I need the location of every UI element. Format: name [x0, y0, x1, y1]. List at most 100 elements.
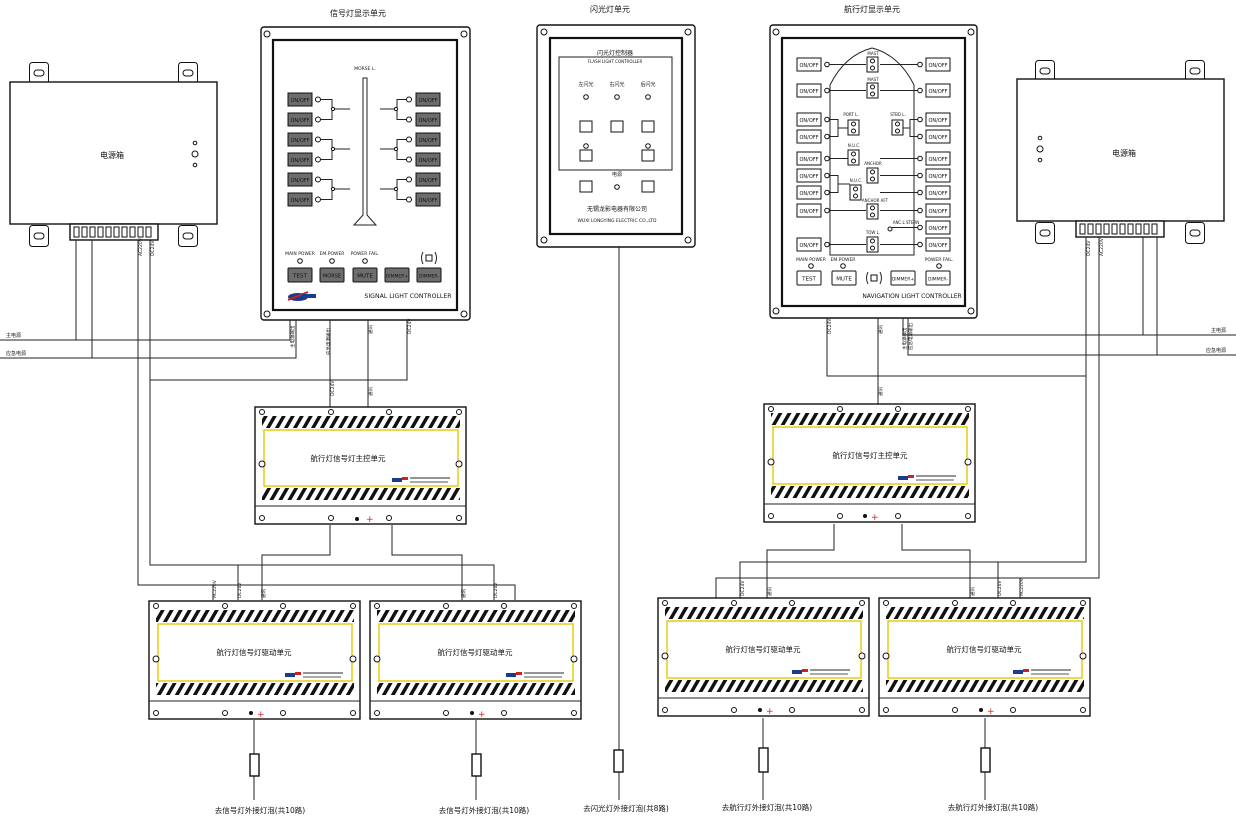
svg-text:ON/OFF: ON/OFF	[799, 157, 818, 163]
svg-text:ON/OFF: ON/OFF	[799, 89, 818, 95]
drive-unit-3-label: 航行灯信号灯驱动单元	[726, 644, 801, 654]
signal-right-switches[interactable]: ON/OFF ON/OFF ON/OFF ON/OFF ON/OFF ON/OF…	[415, 92, 441, 207]
signal-test-button[interactable]: TEST	[287, 267, 313, 283]
svg-text:ON/OFF: ON/OFF	[928, 209, 947, 215]
svg-text:TOW L.: TOW L.	[865, 230, 880, 235]
main-control-unit-left-label: 航行灯信号灯主控单元	[311, 453, 386, 463]
svg-text:ON/OFF: ON/OFF	[418, 118, 437, 124]
morse-label: MORSE L.	[354, 66, 376, 72]
svg-text:ON/OFF: ON/OFF	[799, 135, 818, 141]
svg-text:MUTE: MUTE	[357, 274, 373, 280]
main-control-unit-left: + 航行灯信号灯主控单元	[254, 406, 467, 525]
nav-dimmer-minus-button[interactable]: DIMMER-	[925, 270, 951, 286]
signal-buzzer-icon	[421, 251, 437, 265]
wire-label-comm-d4: 通讯	[969, 587, 976, 596]
ship-hull-outline	[829, 47, 915, 256]
flash-left-button[interactable]	[579, 149, 593, 162]
main-control-unit-right-label: 航行灯信号灯主控单元	[833, 450, 908, 460]
svg-text:MUTE: MUTE	[836, 277, 852, 283]
svg-text:ON/OFF: ON/OFF	[418, 158, 437, 164]
svg-text:PORT L.: PORT L.	[843, 112, 858, 117]
drive-unit-3: + 航行灯信号灯驱动单元	[657, 597, 870, 717]
flash-mute-button[interactable]	[579, 180, 593, 193]
signal-morse-button[interactable]: MORSE	[319, 267, 345, 283]
svg-text:MAST: MAST	[867, 77, 879, 82]
nav-em-power-lamp	[840, 263, 846, 269]
flash-title-cn: 闪光灯控制器	[597, 49, 633, 57]
flash-col1-label: 左闪光	[578, 81, 593, 88]
signal-logo	[287, 291, 316, 301]
flash-company-cn: 无锡龙影电器有限公司	[587, 205, 647, 213]
signal-mute-button[interactable]: MUTE	[352, 267, 378, 283]
wire-label-dc24-2: DC24V	[407, 318, 413, 334]
wire-label-main-out: 主电源输出	[289, 325, 296, 348]
signal-left-switches[interactable]: ON/OFF ON/OFF ON/OFF ON/OFF ON/OFF ON/OF…	[287, 92, 313, 207]
title-signal-display-unit: 信号灯显示单元	[330, 8, 386, 18]
nav-test-button[interactable]: TEST	[796, 270, 822, 286]
nav-ind-em-label: EM.POWER	[831, 257, 856, 263]
wire-label-comm-d1: 通讯	[260, 589, 267, 598]
title-nav-display-unit: 航行灯显示单元	[844, 4, 900, 14]
wire-labels: 主电源 应急电源 主电源 应急电源 AC220V DC24V 主电源输出 应急电…	[6, 237, 1226, 598]
svg-text:+: +	[257, 710, 265, 720]
svg-text:+: +	[478, 710, 486, 720]
flash-switches[interactable]	[579, 120, 655, 133]
terminal-block-right	[1079, 223, 1158, 235]
flash-right-button[interactable]	[641, 149, 655, 162]
nav-dimmer-plus-button[interactable]: DIMMER+	[890, 270, 916, 286]
title-flash-unit: 闪光灯单元	[590, 4, 630, 14]
output-label-signal-1: 去信号灯外接灯泡(共10路)	[215, 805, 305, 815]
svg-text:ON/OFF: ON/OFF	[928, 174, 947, 180]
output-label-flash: 去闪光灯外接灯泡(共8路)	[583, 803, 669, 813]
signal-dimmer-minus-button[interactable]: DIMMER-	[416, 267, 442, 283]
nav-left-switches[interactable]: ON/OFF ON/OFF ON/OFF ON/OFF ON/OFF ON/OF…	[796, 57, 822, 252]
flash-light-controller: 闪光灯控制器 FLASH LIGHT CONTROLLER 左闪光 右闪光 后闪…	[536, 24, 696, 248]
svg-text:DIMMER+: DIMMER+	[892, 277, 915, 283]
signal-right-lamps	[380, 96, 412, 203]
svg-text:ON/OFF: ON/OFF	[290, 98, 309, 104]
flash-col2-label: 右闪光	[609, 81, 624, 88]
wire-label-dc24-right: DC24V	[1086, 240, 1092, 256]
mast-symbol	[352, 77, 378, 226]
nav-right-switches[interactable]: ON/OFF ON/OFF ON/OFF ON/OFF ON/OFF ON/OF…	[925, 57, 951, 252]
wire-label-dc24-3: DC24V	[330, 380, 336, 396]
nav-brand-label: NAVIGATION LIGHT CONTROLLER	[862, 293, 961, 300]
svg-text:ON/OFF: ON/OFF	[799, 63, 818, 69]
svg-text:ON/OFF: ON/OFF	[418, 138, 437, 144]
nav-ind-main-label: MAIN POWER	[796, 257, 826, 263]
main-control-unit-right: + 航行灯信号灯主控单元	[763, 403, 976, 523]
power-box-left: 电源箱	[9, 62, 218, 247]
nav-main-power-lamp	[808, 263, 814, 269]
nav-mute-button[interactable]: MUTE	[831, 270, 857, 286]
svg-text:N.U.C.: N.U.C.	[850, 178, 863, 183]
wiring-lines	[0, 237, 1236, 800]
signal-dimmer-plus-button[interactable]: DIMMER+	[384, 267, 410, 283]
wire-label-dc24-d2: DC24V	[493, 582, 499, 598]
svg-text:ON/OFF: ON/OFF	[928, 226, 947, 232]
svg-text:ON/OFF: ON/OFF	[928, 243, 947, 249]
flash-test-button[interactable]	[641, 180, 655, 193]
wire-label-comm-2: 通讯	[367, 387, 374, 396]
output-label-nav-2: 去航行灯外接灯泡(共10路)	[948, 802, 1038, 812]
nav-right-lamps	[880, 61, 923, 248]
nav-hull-lamps: MAST MAST PORT L. STBD L. N.U.C. ANCHOR …	[843, 51, 920, 253]
flash-company-en: WUXI LONGYING ELECTRIC CO.,LTD	[577, 218, 657, 224]
wire-label-main-power-right: 主电源	[1211, 327, 1226, 334]
output-label-signal-2: 去信号灯外接灯泡(共10路)	[439, 805, 529, 815]
signal-em-power-lamp	[329, 258, 335, 264]
svg-text:STBD L.: STBD L.	[890, 112, 906, 117]
svg-text:+: +	[766, 707, 774, 717]
wire-label-main-out-nav: 主电源输出	[901, 327, 908, 350]
wire-label-comm-d3: 通讯	[766, 587, 773, 596]
fuses	[249, 747, 991, 777]
wire-label-em-out: 应急电源输出	[325, 328, 332, 355]
terminal-block-left	[73, 226, 152, 238]
nav-buzzer-icon	[866, 271, 882, 285]
svg-text:ON/OFF: ON/OFF	[928, 89, 947, 95]
svg-text:ANC.L STERN: ANC.L STERN	[893, 220, 920, 225]
svg-text:N.U.C.: N.U.C.	[848, 143, 861, 148]
wire-label-comm-d2: 通讯	[460, 589, 467, 598]
svg-text:ON/OFF: ON/OFF	[418, 178, 437, 184]
svg-text:ON/OFF: ON/OFF	[290, 158, 309, 164]
signal-brand-label: SIGNAL LIGHT CONTROLLER	[364, 293, 452, 300]
